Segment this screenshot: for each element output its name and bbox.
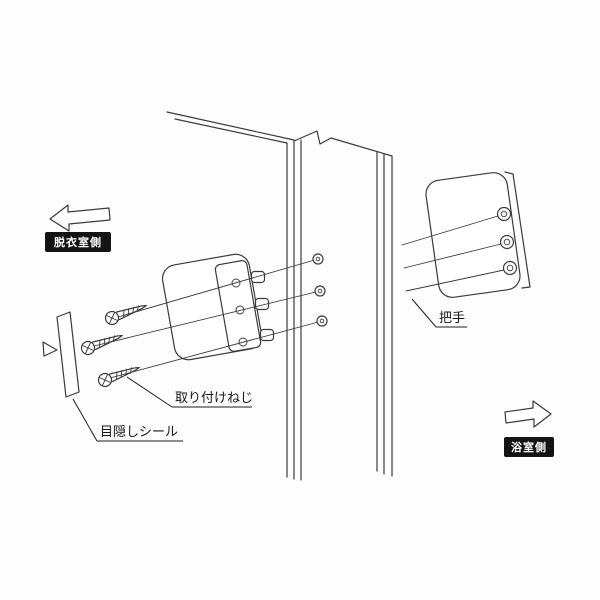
handle-text: 把手 xyxy=(439,311,465,326)
boss xyxy=(250,270,266,284)
screw-icon xyxy=(103,298,150,327)
peel-arrow-icon xyxy=(42,341,58,357)
mounting-screws xyxy=(79,298,150,389)
privacy-seal-strip xyxy=(42,311,80,398)
bolt-icon xyxy=(499,234,515,250)
bolt-icon xyxy=(496,206,512,222)
screw-icon xyxy=(79,328,126,357)
right-handle-plate xyxy=(401,171,531,298)
callout-handle: 把手 xyxy=(411,298,467,328)
boss xyxy=(259,328,275,342)
plate-holes xyxy=(231,278,248,347)
bathroom-side-text: 浴室側 xyxy=(511,440,547,454)
callout-privacy-seal: 目隠しシール xyxy=(72,398,183,442)
door-nuts xyxy=(312,253,328,327)
label-bathroom-side: 浴室側 xyxy=(504,437,554,457)
callout-mounting-screw: 取り付けねじ xyxy=(126,376,253,408)
arrow-bathroom-icon xyxy=(504,400,552,428)
mounting-screw-text: 取り付けねじ xyxy=(175,391,253,406)
left-handle-plate xyxy=(161,253,275,361)
door-frame xyxy=(166,111,393,481)
privacy-seal-text: 目隠しシール xyxy=(100,425,178,440)
boss xyxy=(254,297,270,311)
assembly-center-lines xyxy=(93,258,323,379)
bolt-icon xyxy=(502,260,518,276)
arrow-dressing-room-icon xyxy=(49,204,111,232)
screw-icon xyxy=(96,360,143,389)
label-dressing-room-side: 脱衣室側 xyxy=(45,232,111,252)
dressing-room-side-text: 脱衣室側 xyxy=(54,235,102,249)
